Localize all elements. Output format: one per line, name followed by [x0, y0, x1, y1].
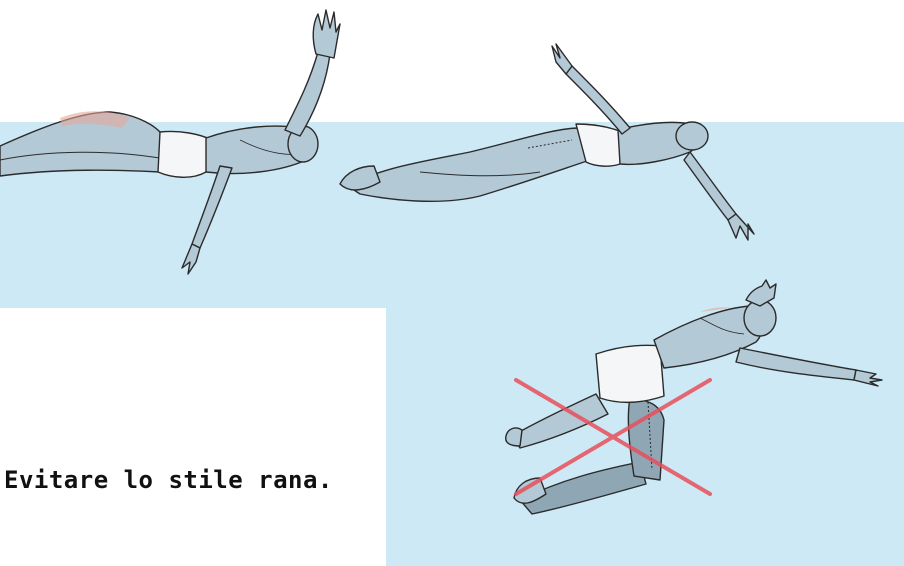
caption-text: Evitare lo stile rana.: [4, 466, 333, 494]
